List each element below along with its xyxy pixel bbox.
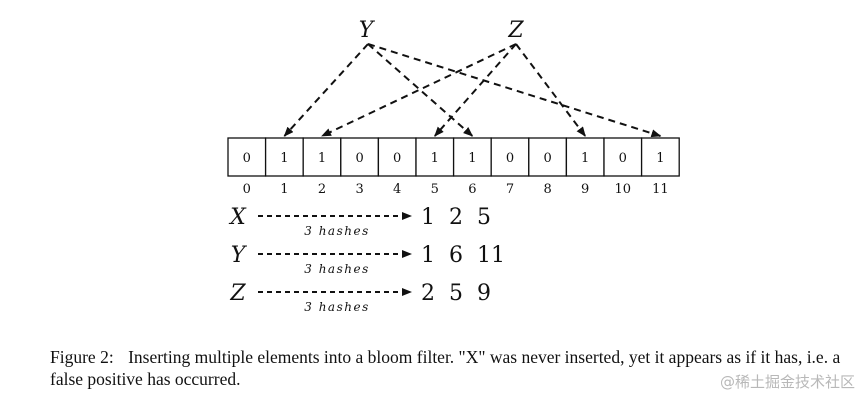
arrow-z-to-2 bbox=[321, 43, 517, 137]
bit-value: 1 bbox=[431, 151, 439, 166]
hash-row-name-y: Y bbox=[231, 243, 248, 268]
index-label-2: 2 bbox=[318, 182, 326, 197]
bit-cell-box bbox=[452, 137, 492, 177]
hash-row-z: Z 3 hashes 2 5 9 bbox=[229, 281, 491, 314]
bit-value: 0 bbox=[393, 151, 401, 166]
bit-cell-3: 0 bbox=[340, 137, 380, 177]
index-label-4: 4 bbox=[393, 182, 401, 197]
bit-cell-7: 0 bbox=[490, 137, 530, 177]
input-label-y: Y bbox=[359, 18, 376, 43]
hash-row-label-y: 3 hashes bbox=[304, 262, 369, 276]
arrow-z-to-5 bbox=[434, 43, 517, 137]
hash-row-name-x: X bbox=[228, 205, 247, 230]
arrow-y-to-6 bbox=[367, 43, 474, 137]
bit-cell-box bbox=[528, 137, 568, 177]
input-label-z: Z bbox=[507, 18, 524, 43]
caption-text: Inserting multiple elements into a bloom… bbox=[50, 347, 841, 389]
bit-cell-box bbox=[264, 137, 304, 177]
index-label-0: 0 bbox=[243, 182, 251, 197]
arrow-z-to-9 bbox=[515, 43, 586, 137]
bit-cell-9: 1 bbox=[565, 137, 605, 177]
hash-row-x: X 3 hashes 1 2 5 bbox=[228, 205, 491, 238]
bit-value: 1 bbox=[280, 151, 288, 166]
index-label-3: 3 bbox=[355, 182, 363, 197]
hash-row-positions-x: 1 2 5 bbox=[421, 205, 491, 230]
arrow-y-to-11 bbox=[367, 43, 662, 138]
arrow-y-to-1 bbox=[283, 43, 369, 137]
index-label-1: 1 bbox=[280, 182, 288, 197]
hash-arrows bbox=[283, 43, 662, 138]
bit-cell-box bbox=[640, 137, 680, 177]
hash-row-name-z: Z bbox=[229, 281, 246, 306]
bit-cell-1: 1 bbox=[264, 137, 304, 177]
bit-value: 0 bbox=[355, 151, 363, 166]
hash-row-label-x: 3 hashes bbox=[304, 224, 369, 238]
bit-cell-box bbox=[490, 137, 530, 177]
bit-cell-4: 0 bbox=[377, 137, 417, 177]
bit-value: 0 bbox=[619, 151, 627, 166]
index-label-5: 5 bbox=[431, 182, 439, 197]
bit-value: 0 bbox=[506, 151, 514, 166]
bit-cell-0: 0 bbox=[227, 137, 267, 177]
bit-cell-5: 1 bbox=[415, 137, 455, 177]
bit-cell-box bbox=[302, 137, 342, 177]
index-labels: 0 1 2 3 4 5 6 7 8 9 10 11 bbox=[243, 182, 669, 197]
bit-cell-box bbox=[227, 137, 267, 177]
bit-cell-2: 1 bbox=[302, 137, 342, 177]
bit-value: 0 bbox=[243, 151, 251, 166]
bit-cell-box bbox=[415, 137, 455, 177]
bit-value: 0 bbox=[543, 151, 551, 166]
bit-cell-box bbox=[565, 137, 605, 177]
index-label-11: 11 bbox=[652, 182, 669, 197]
caption-label: Figure 2: bbox=[50, 347, 114, 367]
bit-value: 1 bbox=[468, 151, 476, 166]
index-label-8: 8 bbox=[543, 182, 551, 197]
watermark: @稀土掘金技术社区 bbox=[719, 373, 855, 391]
bit-cell-8: 0 bbox=[528, 137, 568, 177]
bit-value: 1 bbox=[318, 151, 326, 166]
bit-cell-11: 1 bbox=[640, 137, 680, 177]
index-label-6: 6 bbox=[468, 182, 476, 197]
index-label-10: 10 bbox=[615, 182, 632, 197]
bit-cell-6: 1 bbox=[452, 137, 492, 177]
bit-value: 1 bbox=[656, 151, 664, 166]
bit-array: 0 1 1 0 0 1 1 0 0 1 0 1 bbox=[227, 137, 680, 177]
bit-cell-box bbox=[377, 137, 417, 177]
figure-caption: Figure 2: Inserting multiple elements in… bbox=[50, 346, 850, 390]
hash-row-positions-z: 2 5 9 bbox=[421, 281, 491, 306]
hash-row-y: Y 3 hashes 1 6 11 bbox=[231, 243, 505, 276]
index-label-7: 7 bbox=[506, 182, 514, 197]
hash-row-label-z: 3 hashes bbox=[304, 300, 369, 314]
bit-value: 1 bbox=[581, 151, 589, 166]
hash-row-positions-y: 1 6 11 bbox=[421, 243, 505, 268]
index-label-9: 9 bbox=[581, 182, 589, 197]
bit-cell-10: 0 bbox=[603, 137, 643, 177]
